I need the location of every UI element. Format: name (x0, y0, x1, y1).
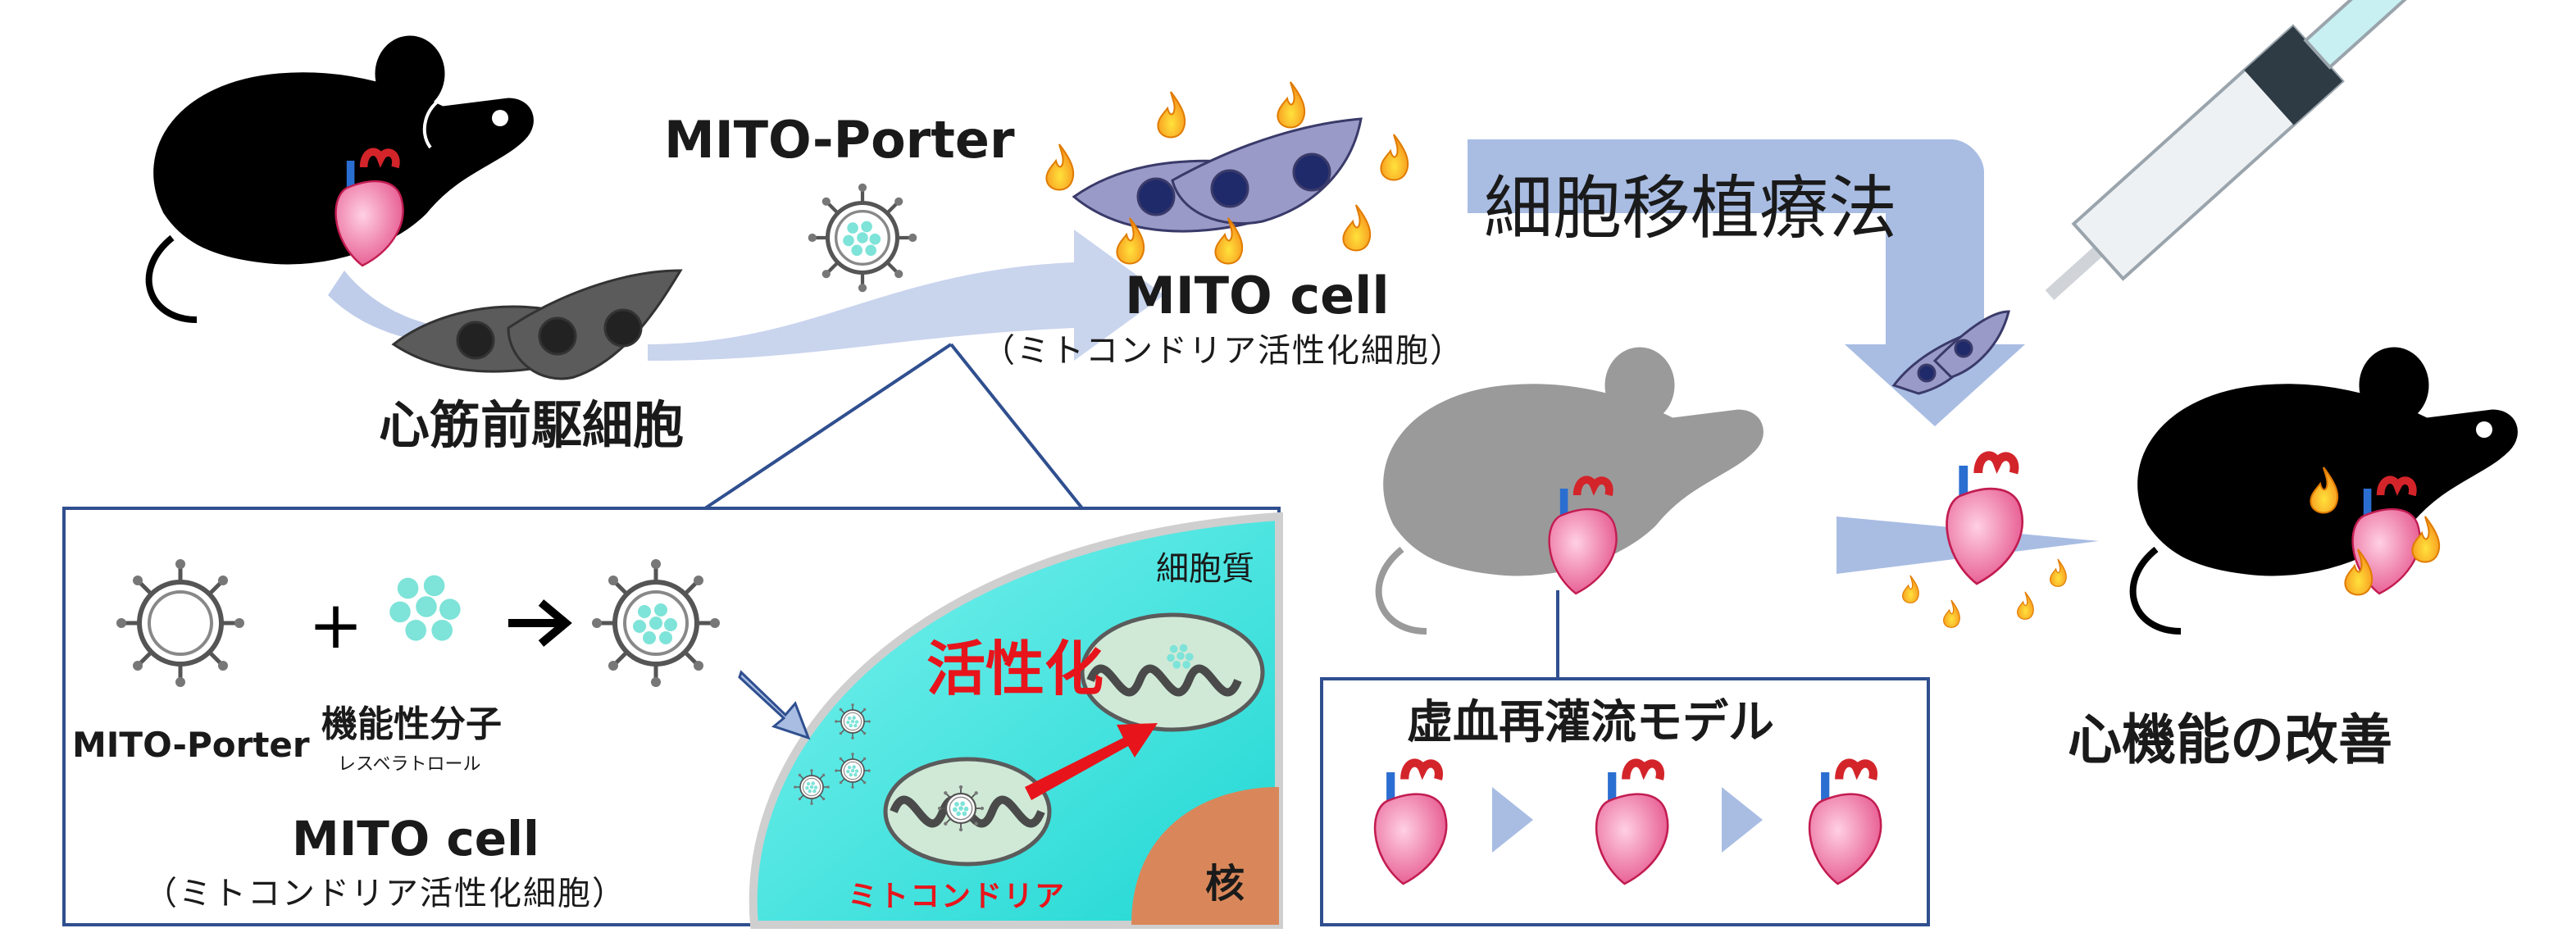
inset-porter-loaded-icon (592, 559, 720, 687)
progenitor-cells-icon (391, 269, 683, 380)
uptake-arrow-icon (738, 670, 811, 740)
model-arrow-1 (1492, 787, 1533, 853)
inset-porter-empty-icon (116, 559, 244, 687)
mitochondria-label: ミトコンドリア (848, 880, 1067, 913)
mito-cells-icon (1072, 117, 1363, 233)
treated-heart-icon (1947, 456, 2023, 584)
mitochondrion-upper-icon (1080, 612, 1265, 732)
improvement-label: 心機能の改善 (2068, 708, 2392, 771)
progenitor-label: 心筋前駆細胞 (379, 395, 685, 455)
mito-cell-label: MITO cell (1125, 266, 1390, 325)
nucleus-region (1131, 787, 1279, 925)
inset-mito-cell-subtitle: （ミトコンドリア活性化細胞） (144, 875, 626, 912)
inset-porter-label: MITO-Porter (72, 725, 310, 765)
mouse-donor-icon (149, 36, 534, 320)
inset-callout (703, 343, 1084, 510)
inset-mito-cell-label: MITO cell (292, 811, 539, 867)
injected-cells-icon (1891, 310, 2010, 395)
mito-porter-label: MITO-Porter (664, 110, 1015, 170)
mitochondrion-lower-icon (883, 757, 1052, 867)
ischemia-model-label: 虚血再灌流モデル (1407, 696, 1774, 749)
flow-arrow-main (648, 230, 1164, 361)
mito-cell-subtitle: （ミトコンドリア活性化細胞） (982, 332, 1464, 370)
therapy-arrow (1468, 139, 2025, 426)
plus-sign: + (308, 587, 363, 663)
activation-arrow-icon (1025, 723, 1158, 800)
resveratrol-label: レスベラトロール (338, 754, 481, 775)
therapy-label: 細胞移植療法 (1484, 168, 1898, 248)
combine-arrow-icon (508, 599, 572, 647)
nucleus-label: 核 (1205, 861, 1245, 907)
activation-label: 活性化 (926, 635, 1104, 703)
mito-porter-top-icon (808, 184, 917, 293)
cytoplasm-label: 細胞質 (1156, 550, 1254, 588)
functional-molecule-label: 機能性分子 (321, 703, 502, 745)
syringe-icon (2045, 0, 2448, 300)
model-arrow-2 (1722, 787, 1763, 853)
mouse-recovered-icon (2133, 348, 2518, 631)
